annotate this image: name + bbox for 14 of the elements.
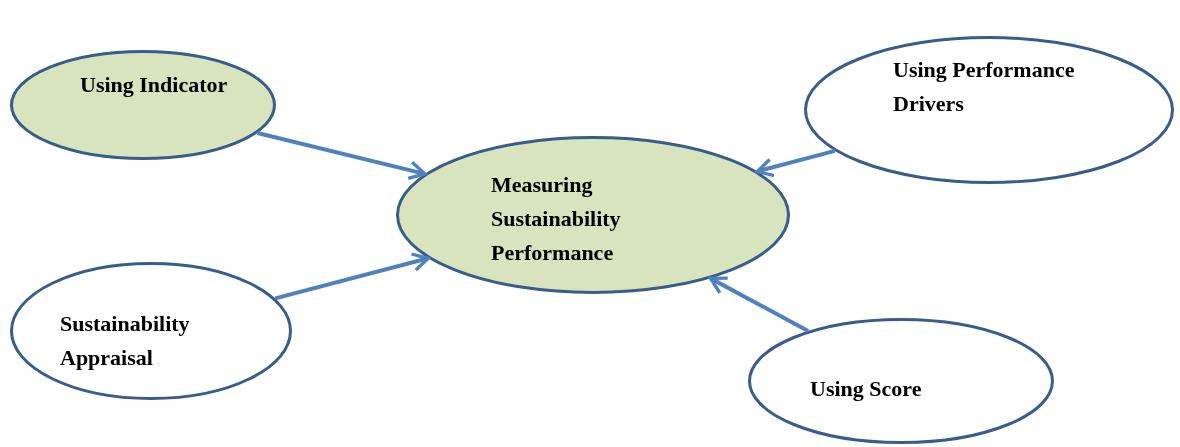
ellipse-node — [10, 50, 276, 160]
node-label: Measuring Sustainability Performance — [491, 171, 622, 267]
ellipse-node — [396, 136, 790, 294]
arrow — [274, 252, 430, 301]
node-label: Using Performance Drivers — [893, 56, 1076, 118]
node-label: Using Indicator — [80, 71, 229, 99]
ellipse-node — [804, 36, 1174, 184]
arrow — [708, 276, 810, 333]
arrow — [755, 148, 836, 178]
ellipse-node — [748, 318, 1054, 444]
node-label: Sustainability Appraisal — [60, 310, 191, 372]
arrow — [257, 131, 427, 181]
node-label: Using Score — [810, 375, 923, 403]
ellipse-node — [10, 262, 292, 400]
